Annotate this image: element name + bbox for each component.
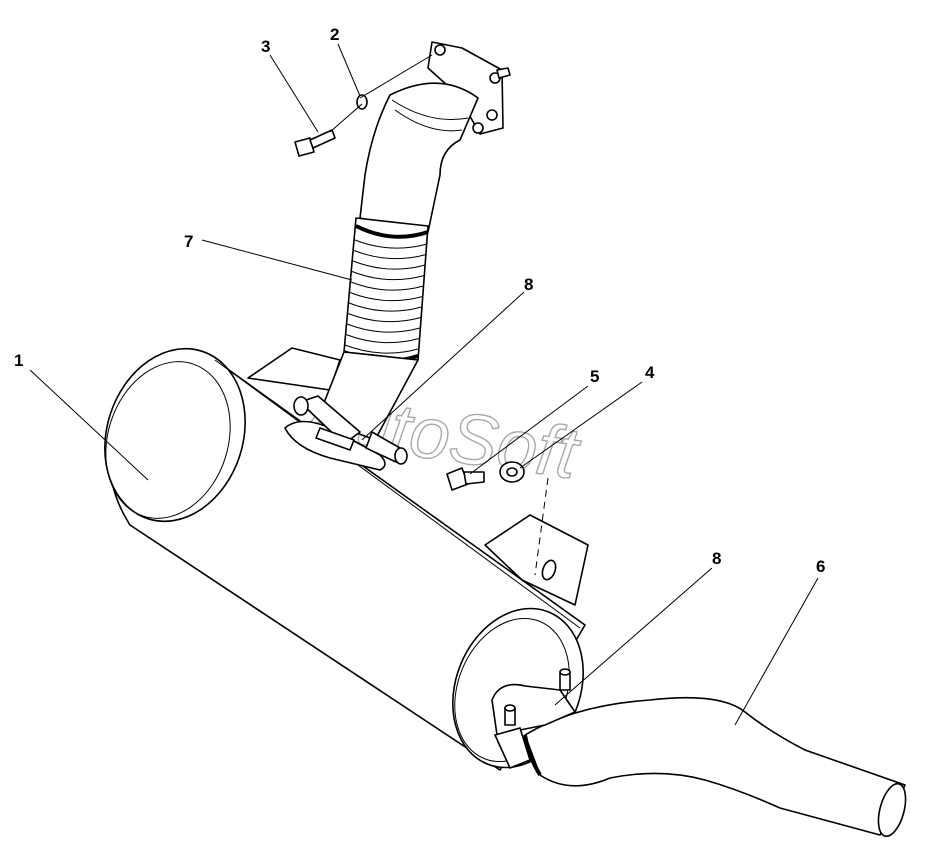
- elbow-pipe: [359, 82, 479, 233]
- washer-2: [356, 94, 368, 110]
- callout-8-lower: 8: [712, 549, 721, 568]
- upper-bracket: [247, 347, 341, 391]
- flex-pipe-rib: [350, 281, 424, 291]
- flex-pipe-rib: [347, 313, 421, 323]
- callout-7: 7: [184, 232, 193, 251]
- flex-pipe-rib: [351, 271, 425, 281]
- washer-4: [499, 461, 525, 483]
- leader-lines: [29, 43, 819, 726]
- bolt-3: [294, 129, 336, 157]
- callout-8-upper: 8: [524, 275, 533, 294]
- flex-pipe-rib: [344, 344, 419, 354]
- flex-pipe-rib: [349, 292, 423, 302]
- side-bracket: [484, 514, 589, 606]
- callout-5: 5: [590, 367, 599, 386]
- alignment-line: [534, 477, 549, 576]
- callout-1: 1: [14, 351, 23, 370]
- callout-2: 2: [330, 25, 339, 44]
- callout-6: 6: [816, 557, 825, 576]
- flex-pipe-rib: [354, 239, 428, 249]
- upper-clamp: [284, 395, 408, 471]
- flex-pipe-rib: [346, 323, 420, 333]
- flex-pipe-rib: [348, 302, 422, 312]
- tailpipe: [523, 696, 907, 838]
- muffler: [104, 347, 586, 771]
- callout-3: 3: [261, 37, 270, 56]
- flex-pipe-rib: [352, 260, 426, 270]
- bolt-5: [446, 467, 485, 491]
- bolt-3-leader-tail: [329, 103, 363, 133]
- flex-pipe-rib: [345, 334, 420, 344]
- flex-pipe: [343, 217, 429, 364]
- flex-pipe-rib: [353, 250, 427, 260]
- exhaust-flange: [427, 41, 511, 135]
- callout-4: 4: [645, 363, 655, 382]
- lower-clamp: [491, 668, 576, 769]
